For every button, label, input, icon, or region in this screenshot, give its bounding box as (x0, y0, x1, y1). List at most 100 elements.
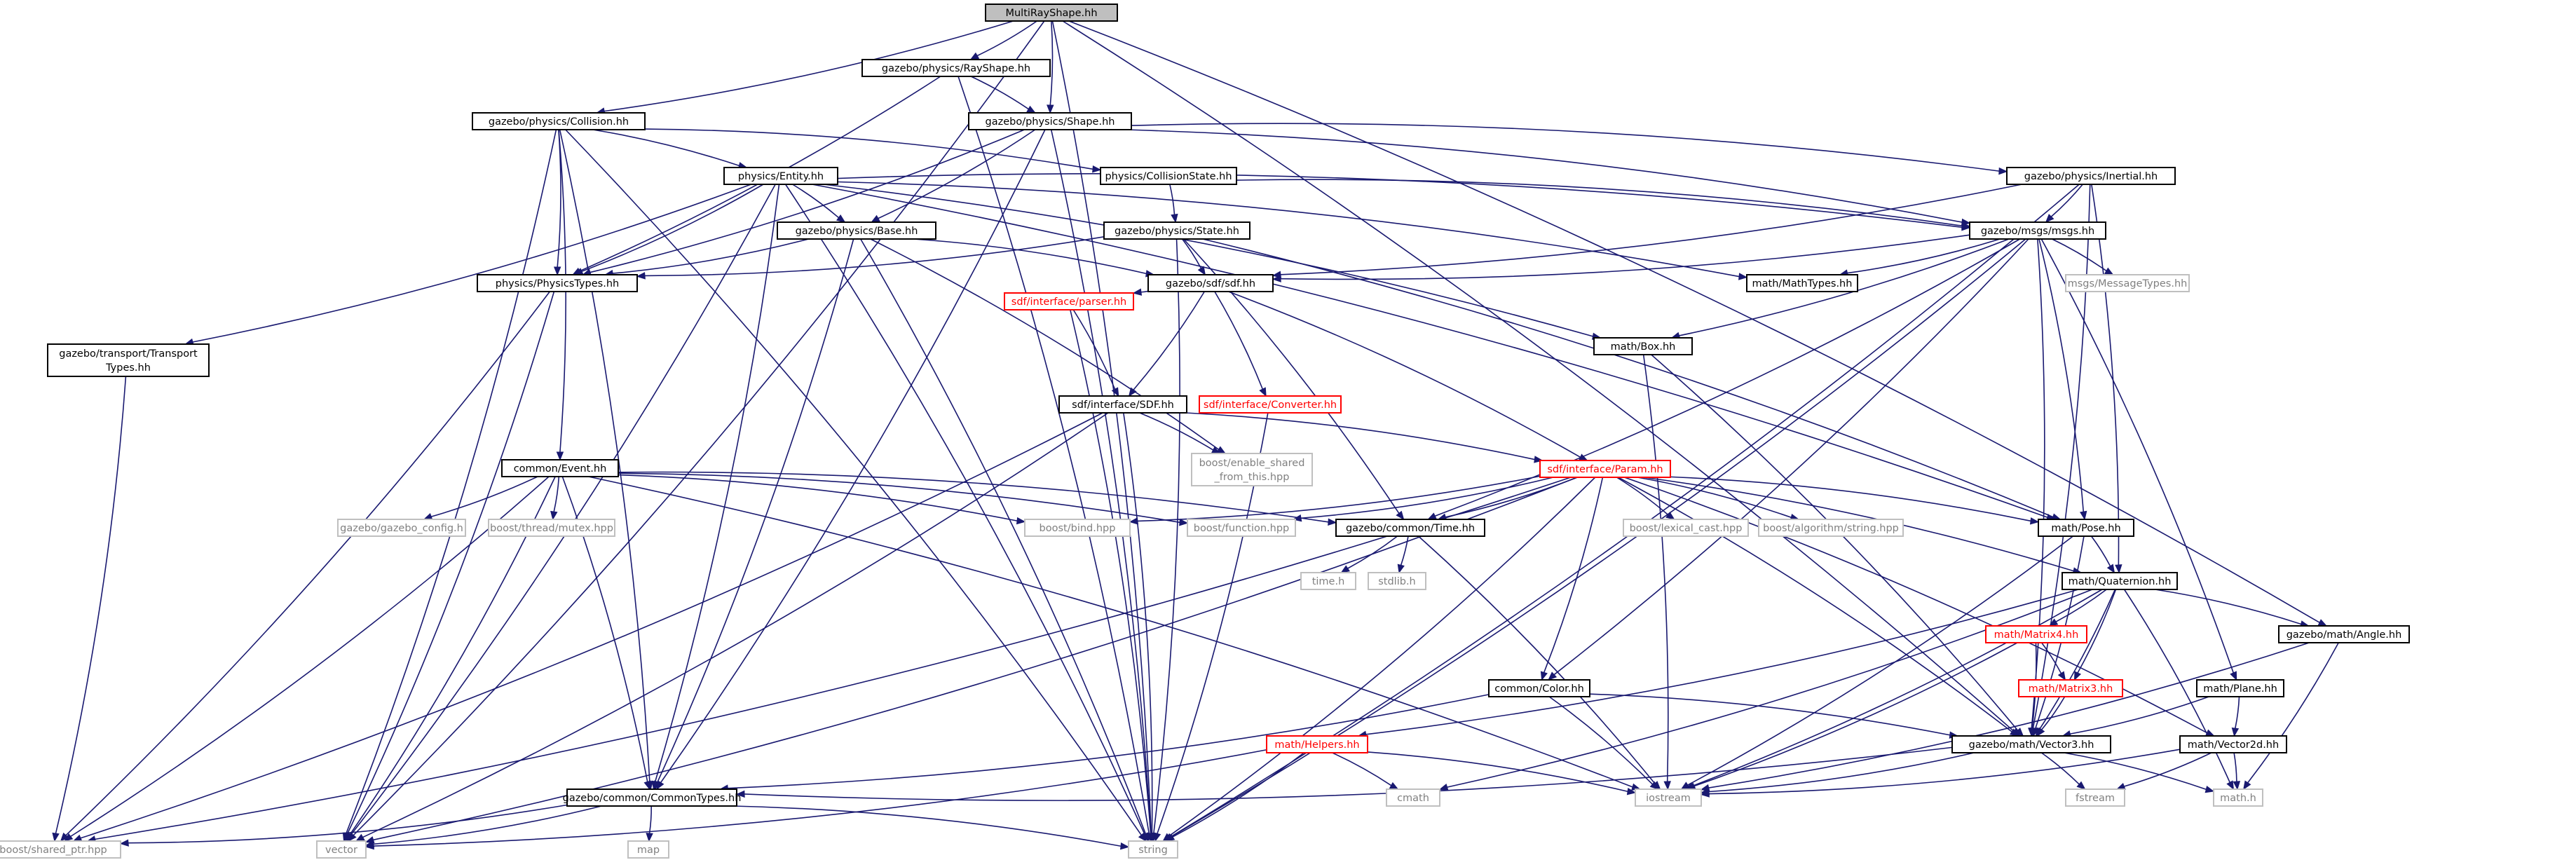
edge-event-to-gzconfig (423, 476, 538, 520)
edge-collision-to-vector (342, 129, 557, 842)
node-color[interactable]: common/Color.hh (1488, 679, 1590, 697)
node-matrix3[interactable]: math/Matrix3.hh (2018, 679, 2123, 697)
edge-quat-to-mathh (2123, 589, 2235, 791)
node-label: boost/lexical_cast.hpp (1630, 523, 1743, 534)
node-label: common/Event.hh (514, 463, 607, 475)
node-commontypes[interactable]: gazebo/common/CommonTypes.hh (563, 789, 742, 807)
node-vector: vector (316, 840, 367, 859)
edge-matrix4-to-matrix3 (2041, 642, 2066, 681)
node-label: boost/algorithm/string.hpp (1763, 523, 1899, 534)
edge-entity-to-transport (184, 184, 751, 346)
node-angle[interactable]: gazebo/math/Angle.hh (2278, 625, 2410, 643)
edge-plane-to-vector2d (2231, 696, 2240, 737)
node-box (2065, 274, 2190, 292)
node-entity[interactable]: physics/Entity.hh (723, 167, 838, 185)
node-box (1191, 453, 1313, 486)
node-matrix4[interactable]: math/Matrix4.hh (1985, 625, 2087, 643)
node-rayshape[interactable]: gazebo/physics/RayShape.hh (861, 59, 1051, 77)
edge-angle-to-iostream (1700, 642, 2310, 792)
edge-shape-to-base (871, 129, 1036, 223)
node-box (1985, 625, 2087, 643)
node-label: math/Pose.hh (2051, 523, 2120, 534)
node-lexical: boost/lexical_cast.hpp (1623, 519, 1749, 537)
node-box (0, 840, 121, 859)
node-label: map (637, 845, 660, 856)
node-param[interactable]: sdf/interface/Param.hh (1539, 460, 1671, 478)
edge-vector2d-to-fstream (2115, 752, 2212, 790)
node-label: physics/PhysicsTypes.hh (496, 278, 619, 289)
node-box (337, 519, 466, 537)
edge-sdf-to-converter (1214, 291, 1267, 397)
node-box (2065, 789, 2125, 807)
node-box (968, 112, 1132, 130)
node-label: common/Color.hh (1494, 683, 1584, 695)
node-time[interactable]: gazebo/common/Time.hh (1335, 519, 1485, 537)
node-quat[interactable]: math/Quaternion.hh (2062, 572, 2178, 590)
node-label: string (1138, 845, 1168, 856)
node-sdfsdf[interactable]: sdf/interface/SDF.hh (1058, 395, 1187, 414)
node-msgs[interactable]: gazebo/msgs/msgs.hh (1969, 221, 2106, 240)
edge-msgs-to-pose (2038, 238, 2087, 521)
edge-event-to-mutex (550, 476, 560, 521)
node-parser[interactable]: sdf/interface/parser.hh (1004, 292, 1134, 310)
edge-helpers-to-cmath (1332, 752, 1399, 790)
node-label: cmath (1397, 793, 1429, 804)
node-phystypes[interactable]: physics/PhysicsTypes.hh (477, 274, 638, 292)
edge-event-to-sharedptr (63, 476, 550, 842)
node-plane[interactable]: math/Plane.hh (2196, 679, 2284, 697)
edge-collision-to-phystypes (553, 129, 561, 276)
edge-mathbox-to-iostream (1642, 354, 1671, 791)
node-inertial[interactable]: gazebo/physics/Inertial.hh (2006, 167, 2176, 185)
node-mathbox[interactable]: math/Box.hh (1593, 337, 1693, 355)
node-box (1058, 395, 1187, 414)
node-helpers[interactable]: math/Helpers.hh (1266, 735, 1368, 753)
node-label: fstream (2076, 793, 2115, 804)
node-collision[interactable]: gazebo/physics/Collision.hh (472, 112, 646, 130)
node-box (861, 59, 1051, 77)
node-base[interactable]: gazebo/physics/Base.hh (777, 221, 936, 240)
edge-shape-to-phystypes (582, 129, 1025, 276)
node-label: gazebo/msgs/msgs.hh (1981, 226, 2094, 237)
node-box (472, 112, 646, 130)
node-converter[interactable]: sdf/interface/Converter.hh (1199, 395, 1342, 414)
node-box (723, 167, 838, 185)
node-box (2038, 519, 2134, 537)
node-shape[interactable]: gazebo/physics/Shape.hh (968, 112, 1132, 130)
node-box (1103, 221, 1250, 240)
edge-parser-to-string (1070, 309, 1154, 842)
edge-entity-to-mathtypes (837, 181, 1748, 280)
edge-quat-to-matrix3 (2073, 589, 2117, 681)
edge-collstate-to-state (1169, 184, 1178, 224)
node-box (501, 459, 619, 477)
node-box (1758, 519, 1904, 537)
node-box (2062, 572, 2178, 590)
node-vector2d[interactable]: math/Vector2d.hh (2179, 735, 2287, 753)
node-box (1539, 460, 1671, 478)
edge-sdfsdf-to-vector (355, 412, 1109, 842)
node-label: gazebo/transport/Transport (59, 348, 198, 360)
edge-collstate-to-msgs (1236, 179, 1971, 230)
node-event[interactable]: common/Event.hh (501, 459, 619, 477)
node-mathh: math.h (2213, 789, 2263, 807)
node-collstate[interactable]: physics/CollisionState.hh (1100, 167, 1237, 185)
node-box (1488, 679, 1590, 697)
node-box (2278, 625, 2410, 643)
node-vector3[interactable]: gazebo/math/Vector3.hh (1951, 735, 2111, 753)
node-label: gazebo/math/Vector3.hh (1969, 739, 2094, 751)
node-state[interactable]: gazebo/physics/State.hh (1103, 221, 1250, 240)
node-label: math.h (2220, 793, 2256, 804)
edge-vector3-to-commontypes (735, 746, 1953, 801)
edge-quat-to-cmath (1438, 589, 2093, 791)
node-label: msgs/MessageTypes.hh (2068, 278, 2188, 289)
node-label: gazebo/physics/State.hh (1115, 226, 1239, 237)
node-box (1187, 519, 1296, 537)
node-sdf[interactable]: gazebo/sdf/sdf.hh (1147, 274, 1274, 292)
node-box (1951, 735, 2111, 753)
edge-state-to-pose (1202, 238, 2062, 521)
node-mathtypes[interactable]: math/MathTypes.hh (1746, 274, 1858, 292)
node-box (566, 789, 737, 807)
edge-base-to-enable (870, 238, 1227, 454)
node-pose[interactable]: math/Pose.hh (2038, 519, 2134, 537)
